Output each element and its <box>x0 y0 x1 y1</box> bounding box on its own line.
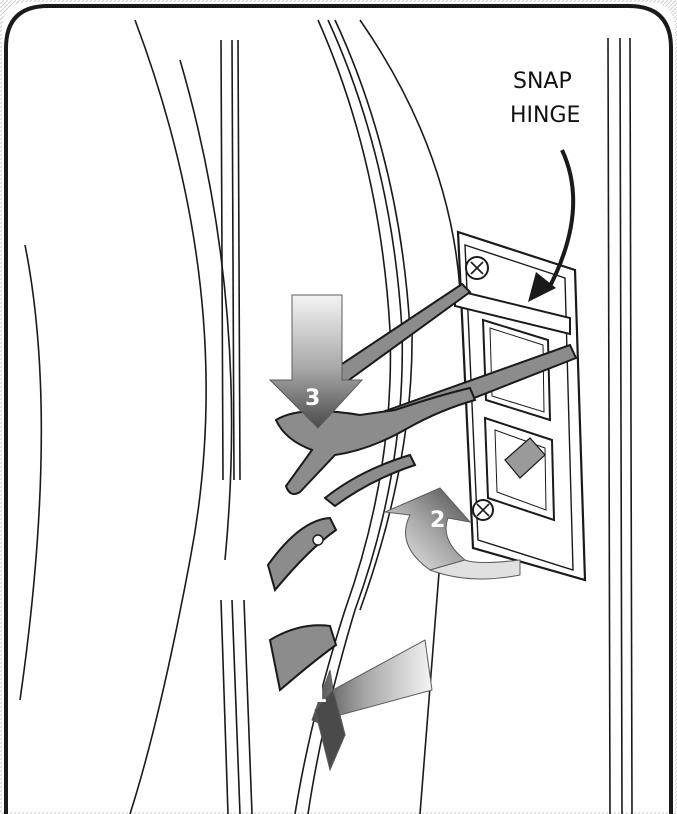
hinge-plate <box>456 230 587 582</box>
step-2-label: 2 <box>430 508 445 533</box>
screw-icon <box>465 256 489 280</box>
step-2-arrow: 2 <box>383 487 521 580</box>
snap-hinge-callout: SNAP HINGE <box>510 69 580 302</box>
step-1-arrow: 1 <box>311 639 433 772</box>
callout-line-1: SNAP <box>513 69 572 94</box>
door-frame <box>220 37 633 814</box>
step-3-label: 3 <box>305 386 320 411</box>
step-1-label: 1 <box>312 683 327 708</box>
step-3-arrow: 3 <box>268 294 364 429</box>
screw-icon <box>472 499 494 521</box>
drum-curve <box>19 19 233 814</box>
callout-line-2: HINGE <box>510 103 580 128</box>
